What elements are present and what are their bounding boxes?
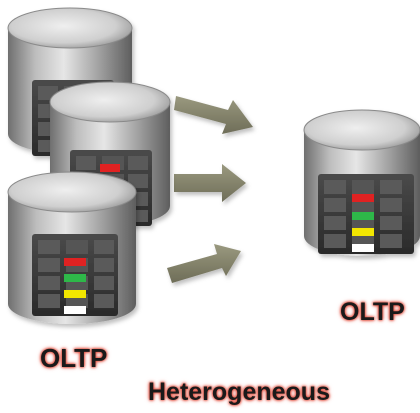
arrow-right-icon — [174, 164, 246, 202]
arrow-right-icon — [167, 244, 241, 283]
arrow-right-icon — [174, 96, 253, 134]
flow-arrow-bottom — [167, 244, 241, 283]
flow-arrow-middle — [174, 164, 246, 202]
target-label: OLTP — [340, 298, 405, 326]
caption: Heterogeneous — [148, 378, 330, 406]
flow-arrow-top — [174, 96, 253, 134]
source-label: OLTP — [40, 343, 108, 373]
database-icon — [7, 171, 137, 324]
database-icon — [303, 109, 420, 256]
